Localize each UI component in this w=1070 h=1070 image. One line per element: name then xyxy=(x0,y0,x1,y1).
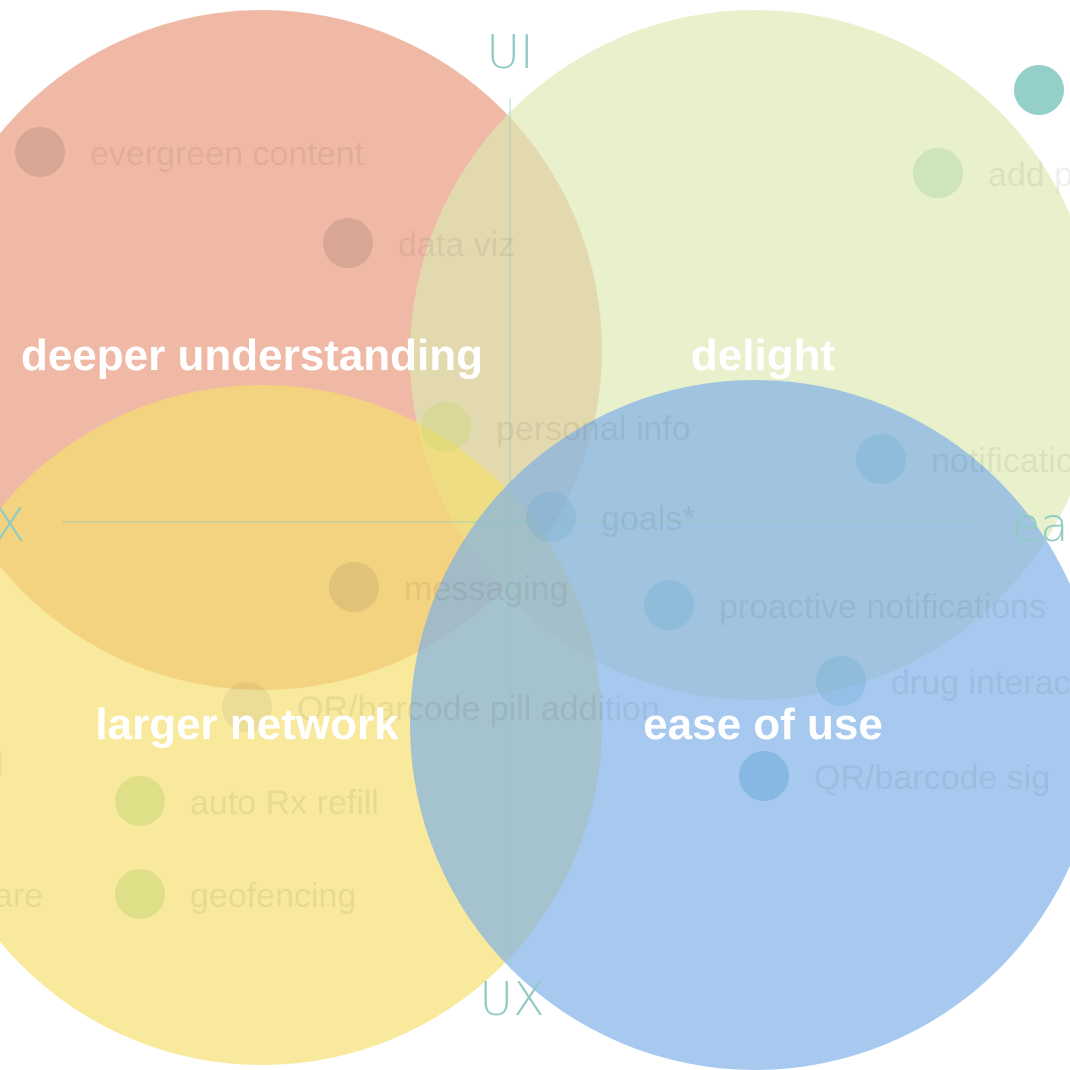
feature-labels: evergreen content data viz add p persona… xyxy=(0,135,1070,915)
quadrant-title-delight: delight xyxy=(691,331,836,380)
feature-label-geofencing: geofencing xyxy=(190,877,356,915)
feature-dots xyxy=(15,65,1064,919)
axis-label-bottom: UX xyxy=(479,972,544,1026)
legend-marker xyxy=(1014,65,1064,115)
axis-label-right: ea xyxy=(1012,498,1069,552)
feature-label-edge-are: are xyxy=(0,877,43,915)
feature-dot-evergreen-content xyxy=(15,127,65,177)
feature-label-data-viz: data viz xyxy=(398,226,515,264)
feature-label-proactive-notifications: proactive notifications xyxy=(719,588,1046,626)
feature-label-edge-l: l xyxy=(0,746,4,784)
quadrant-title-larger-network: larger network xyxy=(95,700,399,749)
feature-label-drug-interac: drug interac xyxy=(891,664,1070,702)
circle-ease-of-use xyxy=(410,380,1070,1070)
feature-label-add-p: add p xyxy=(988,156,1070,194)
feature-label-messaging: messaging xyxy=(404,570,568,608)
feature-dot-qr-pill-addition xyxy=(222,682,272,732)
quadrant-title-deeper-understanding: deeper understanding xyxy=(21,331,483,380)
feature-dot-messaging xyxy=(329,562,379,612)
feature-dot-drug-interac xyxy=(816,656,866,706)
feature-dot-add-p xyxy=(913,148,963,198)
feature-label-qr-sig: QR/barcode sig xyxy=(814,759,1050,797)
feature-dot-auto-rx-refill xyxy=(115,776,165,826)
axis-label-left: X xyxy=(0,498,26,552)
feature-dot-data-viz xyxy=(323,218,373,268)
feature-label-auto-rx-refill: auto Rx refill xyxy=(190,784,379,822)
feature-label-evergreen-content: evergreen content xyxy=(90,135,365,173)
feature-label-goals: goals* xyxy=(601,500,696,538)
feature-label-qr-pill-addition: QR/barcode pill addition xyxy=(297,690,660,728)
feature-label-personal-info: personal info xyxy=(496,410,691,448)
feature-dot-goals xyxy=(526,492,576,542)
circle-larger-network xyxy=(0,385,602,1065)
feature-dot-geofencing xyxy=(115,869,165,919)
feature-dot-proactive-notifications xyxy=(644,580,694,630)
feature-dot-notificatio xyxy=(856,434,906,484)
venn-circles xyxy=(0,10,1070,1070)
quadrant-titles: deeper understanding delight larger netw… xyxy=(21,331,883,749)
quadrant-title-ease-of-use: ease of use xyxy=(643,700,883,749)
feature-dot-personal-info xyxy=(421,402,471,452)
feature-dot-qr-sig xyxy=(739,751,789,801)
feature-label-notificatio: notificatio xyxy=(931,442,1070,480)
axes: UI UX X ea xyxy=(0,25,1069,1026)
axis-label-top: UI xyxy=(486,25,533,79)
